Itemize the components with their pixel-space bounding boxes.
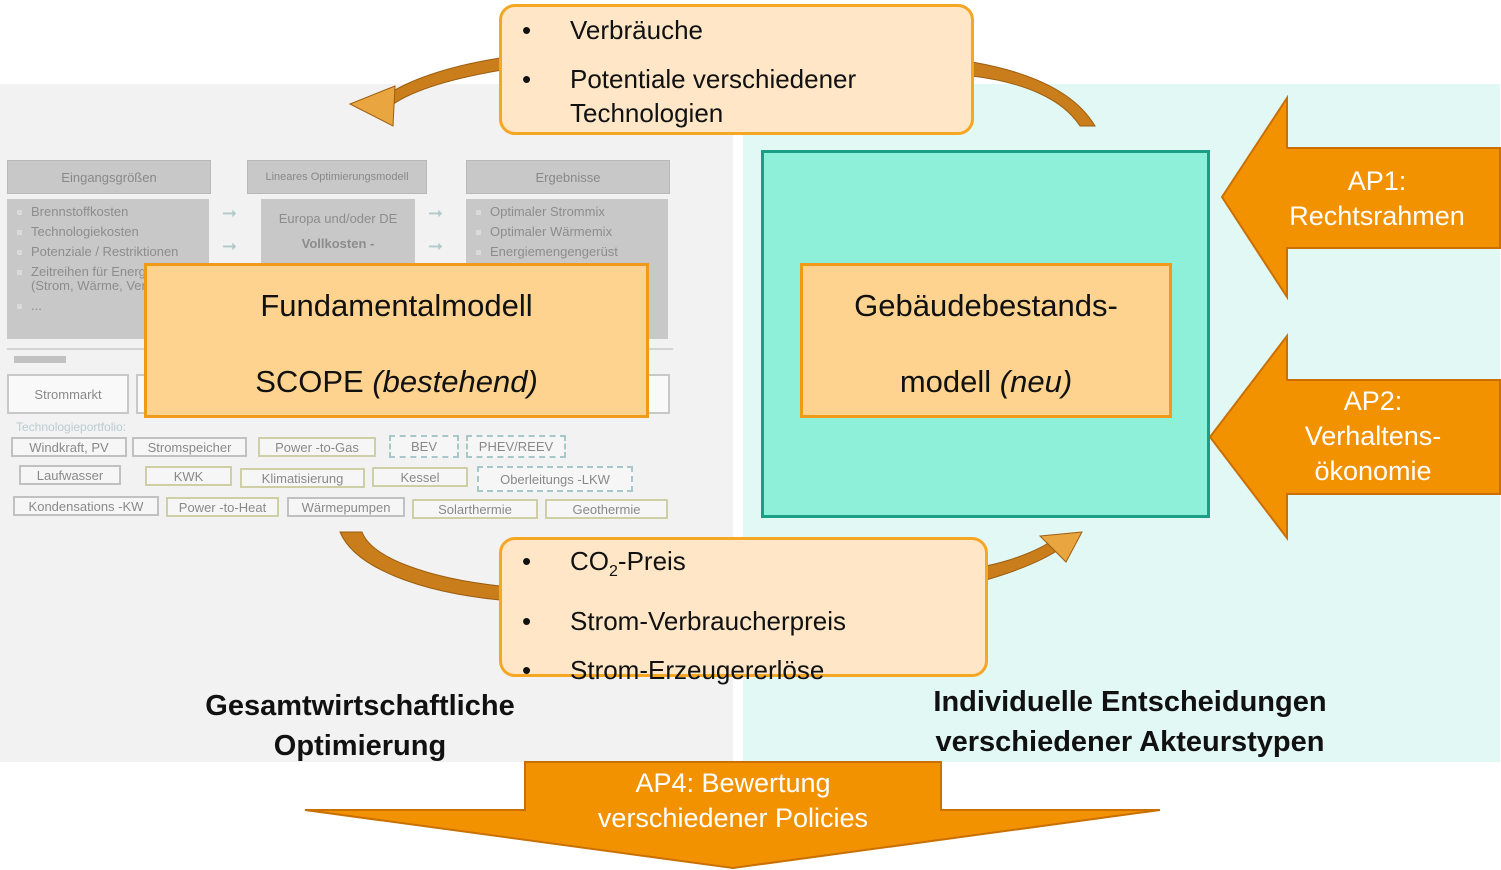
tech-item: Power -to-Gas xyxy=(258,437,376,457)
right-caption-line2: verschiedener Akteurstypen xyxy=(935,726,1325,758)
co2-prefix: CO xyxy=(570,546,609,576)
header-model: Lineares Optimierungsmodell xyxy=(247,160,427,194)
left-caption-line1: Gesamtwirtschaftliche xyxy=(205,690,515,722)
callout-item: Strom-Erzeugererlöse xyxy=(502,653,985,687)
input-item: ... xyxy=(17,299,209,313)
ap4-line2: verschiedener Policies xyxy=(597,803,869,833)
tech-item: Wärmepumpen xyxy=(287,497,405,517)
input-item: Potenziale / Restriktionen xyxy=(17,245,209,259)
curved-arrow-top-left xyxy=(379,57,503,109)
input-item: Brennstoffkosten xyxy=(17,205,209,219)
arrowhead-top-left xyxy=(348,85,396,127)
flow-arrow-icon: ➞ xyxy=(428,236,444,256)
tech-item: PHEV/REEV xyxy=(466,435,566,458)
fundamental-status: (bestehend) xyxy=(372,364,538,399)
divider-marker xyxy=(14,356,66,363)
model-line: Vollkosten - xyxy=(301,236,375,251)
right-caption-line1: Individuelle Entscheidungen xyxy=(933,686,1327,718)
ap1-label: AP1: Rechtsrahmen xyxy=(1262,164,1492,234)
result-item: Optimaler Wärmemix xyxy=(476,225,668,239)
ap4-arrow xyxy=(304,761,1161,870)
tech-item: Kessel xyxy=(372,467,468,487)
tech-item: Stromspeicher xyxy=(132,437,247,457)
ap2-label: AP2: Verhaltens- ökonomie xyxy=(1258,384,1488,489)
tech-item: Oberleitungs -LKW xyxy=(477,466,633,492)
callout-item-co2: CO2-Preis xyxy=(502,544,985,589)
flow-arrow-icon: ➞ xyxy=(222,236,238,256)
tech-item: Kondensations -KW xyxy=(13,496,159,516)
right-caption: Individuelle Entscheidungen verschiedene… xyxy=(880,682,1380,762)
gebaeudebestandsmodell-box: Gebäudebestands- modell (neu) xyxy=(800,263,1172,418)
tech-item: Geothermie xyxy=(545,499,668,519)
left-caption-line2: Optimierung xyxy=(273,730,447,762)
fundamental-title: Fundamentalmodell xyxy=(260,288,533,323)
model-line: Europa und/oder DE xyxy=(278,211,398,226)
tech-item: Klimatisierung xyxy=(240,468,365,488)
arrowhead-bottom-right xyxy=(1038,531,1083,563)
result-item: Energiemengengerüst xyxy=(476,245,668,259)
tech-item: BEV xyxy=(389,435,459,458)
tech-item: Solarthermie xyxy=(412,499,538,519)
top-callout: Verbräuche Potentiale verschiedener Tech… xyxy=(499,4,974,135)
gebaeude-status: (neu) xyxy=(999,364,1073,399)
header-results: Ergebnisse xyxy=(466,160,670,194)
fundamental-subtitle: SCOPE (bestehend) xyxy=(147,364,646,400)
model-box: Europa und/oder DE Vollkosten - xyxy=(261,199,415,269)
ap1-arrow xyxy=(1220,94,1501,301)
ap2-arrow xyxy=(1208,333,1501,541)
strommarkt-box: Strommarkt xyxy=(7,374,129,414)
tech-item: Windkraft, PV xyxy=(11,437,127,457)
gebaeude-name: modell xyxy=(899,364,992,399)
gebaeude-line2: modell (neu) xyxy=(803,364,1169,400)
input-item: Technologiekosten xyxy=(17,225,209,239)
co2-subscript: 2 xyxy=(609,563,618,581)
tech-item: Power -to-Heat xyxy=(166,497,279,517)
left-caption: Gesamtwirtschaftliche Optimierung xyxy=(160,686,560,766)
curved-arrow-top-right xyxy=(971,61,1096,127)
tech-item: KWK xyxy=(145,466,232,486)
fundamental-name: SCOPE xyxy=(255,364,364,399)
ap1-line1: AP1: xyxy=(1347,166,1407,196)
co2-suffix: -Preis xyxy=(617,546,686,576)
tech-portfolio-label: Technologieportfolio: xyxy=(16,420,127,434)
callout-item: Verbräuche xyxy=(502,13,971,47)
callout-item: Strom-Verbraucherpreis xyxy=(502,604,985,638)
gebaeude-line1: Gebäudebestands- xyxy=(854,288,1118,323)
ap1-line2: Rechtsrahmen xyxy=(1289,201,1465,231)
tech-item: Laufwasser xyxy=(19,465,121,485)
bottom-callout: CO2-Preis Strom-Verbraucherpreis Strom-E… xyxy=(499,537,988,687)
ap2-line3: ökonomie xyxy=(1314,456,1432,486)
scope-model-diagram: Eingangsgrößen Lineares Optimierungsmode… xyxy=(0,0,733,540)
ap2-line1: AP2: xyxy=(1343,386,1403,416)
curved-arrow-bottom-left xyxy=(339,531,501,601)
ap4-label: AP4: Bewertung verschiedener Policies xyxy=(525,766,941,836)
flow-arrow-icon: ➞ xyxy=(222,203,238,223)
fundamentalmodell-box: Fundamentalmodell SCOPE (bestehend) xyxy=(144,263,649,418)
ap2-line2: Verhaltens- xyxy=(1304,421,1442,451)
flow-arrow-icon: ➞ xyxy=(428,203,444,223)
header-inputs: Eingangsgrößen xyxy=(7,160,211,194)
callout-item: Potentiale verschiedener Technologien xyxy=(502,62,971,130)
ap4-line1: AP4: Bewertung xyxy=(635,768,831,798)
result-item: Optimaler Strommix xyxy=(476,205,668,219)
